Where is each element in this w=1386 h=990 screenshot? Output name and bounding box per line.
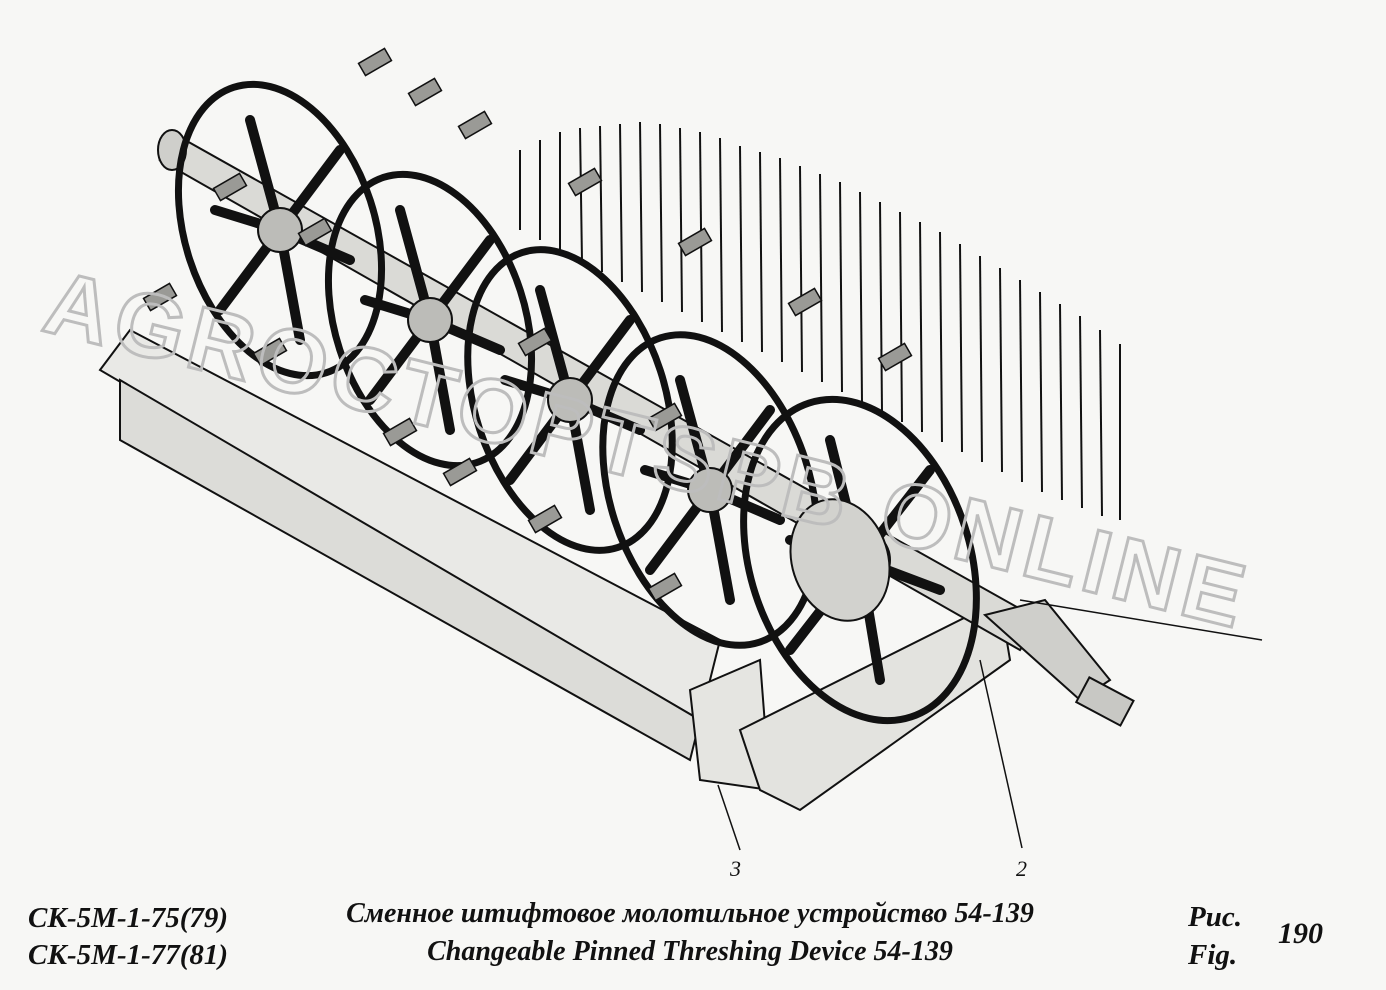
watermark-text: AGROCTOPTSPB ONLINE	[40, 252, 1260, 648]
comb-teeth	[519, 121, 1121, 520]
figure-title: Сменное штифтовое молотильное устройство…	[290, 895, 1090, 971]
drum-rings	[174, 80, 980, 725]
fig-label-ru: Рис.	[1188, 901, 1242, 933]
threshing-drum-drawing	[98, 47, 1263, 851]
concave-trough	[98, 328, 1012, 812]
end-flange	[789, 498, 891, 622]
title-ru: Сменное штифтовое молотильное устройство…	[346, 898, 1034, 929]
title-en: Changeable Pinned Threshing Device 54-13…	[427, 936, 953, 967]
leader-lines	[717, 599, 1263, 851]
model-line-2: СК-5М-1-77(81)	[28, 939, 229, 971]
figure-label: Рис. Fig.	[1188, 898, 1242, 974]
model-line-1: СК-5М-1-75(79)	[28, 902, 229, 934]
fig-label-en: Fig.	[1188, 939, 1238, 971]
watermark: AGROCTOPTSPB ONLINE	[40, 251, 1262, 650]
callout-3: 3	[730, 856, 741, 881]
callout-2: 2	[1016, 856, 1027, 881]
figure-number: 190	[1278, 917, 1323, 950]
threshing-pins	[142, 47, 913, 602]
model-codes: СК-5М-1-75(79) СК-5М-1-77(81)	[28, 900, 228, 974]
